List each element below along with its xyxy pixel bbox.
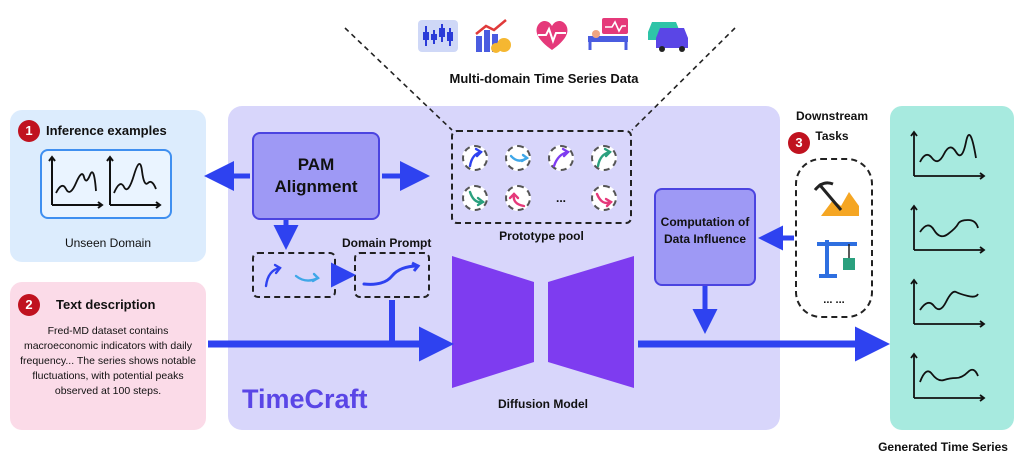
diffusion-model-label: Diffusion Model [498,397,588,411]
prototype-item [591,185,617,211]
step-3-badge: 3 [788,132,810,154]
domain-prompt-label: Domain Prompt [342,236,432,250]
prototype-pool-ellipsis: ... [556,191,567,205]
step-1-badge: 1 [18,120,40,142]
pam-alignment-box [252,132,380,220]
text-description-title: Text description [56,297,156,312]
finance-growth-icon [475,19,511,53]
generated-panel [890,106,1014,430]
prototype-item [462,185,488,211]
prototype-pool-box [451,130,632,224]
timecraft-brand: TimeCraft [242,384,368,414]
prototype-item [548,145,574,171]
mining-icon [813,181,859,216]
pam-alignment-label: PAM Alignment [274,155,358,196]
text-description-body: Fred-MD dataset contains macroeconomic i… [20,325,196,397]
selected-prototypes-arrows [264,263,320,288]
inference-title: Inference examples [46,123,167,138]
inference-chart-icon [48,155,162,209]
prototype-pool-label: Prototype pool [499,229,584,243]
text-description-panel [10,282,206,430]
hospital-monitor-icon [588,18,628,50]
traffic-cars-icon [648,22,688,52]
stock-chart-icon [418,20,458,52]
step-2-badge: 2 [18,294,40,316]
crane-icon [817,240,857,278]
downstream-ellipsis: ... ... [823,294,845,306]
generated-series-label: Generated Time Series [878,440,1008,454]
data-influence-box [654,188,756,286]
inference-chart-frame [40,149,172,219]
heart-rate-icon [536,20,568,50]
domain-prompt-curve [362,261,421,286]
downstream-tasks-title: Downstream Tasks [795,109,869,143]
data-influence-label: Computation of Data Influence [660,215,750,246]
multi-domain-title: Multi-domain Time Series Data [449,71,639,86]
unseen-domain-label: Unseen Domain [64,236,152,250]
generated-series-charts [910,130,986,402]
downstream-tasks-box [795,158,873,318]
